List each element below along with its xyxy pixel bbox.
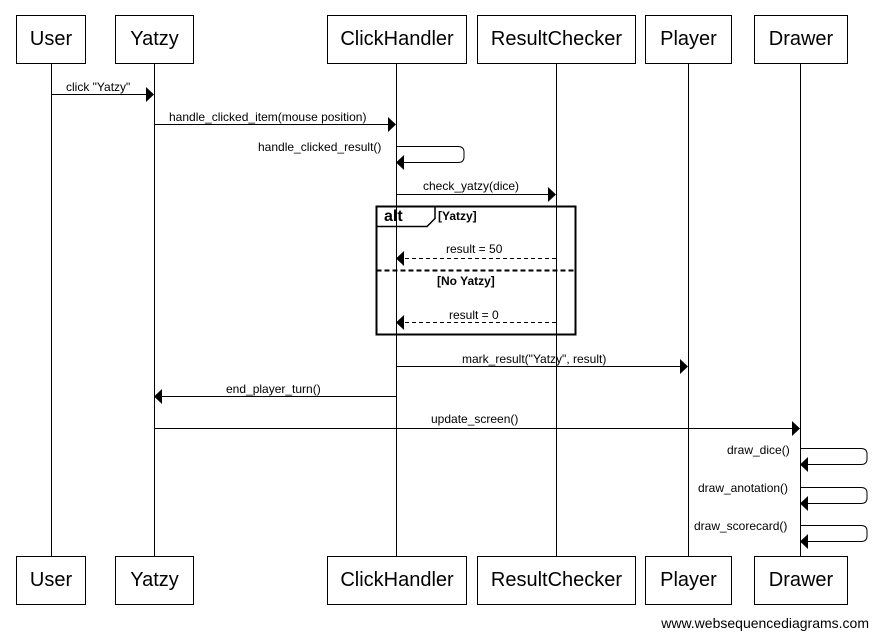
participant-clickhandler-bottom: ClickHandler — [327, 556, 467, 605]
alt-guard-no-yatzy: [No Yatzy] — [437, 274, 495, 288]
message-draw-dice: draw_dice() — [727, 443, 790, 457]
message-draw-anotation: draw_anotation() — [698, 481, 789, 495]
message-end-player-turn: end_player_turn() — [226, 382, 321, 396]
participant-drawer-bottom: Drawer — [754, 556, 848, 605]
message-result-50: result = 50 — [446, 242, 503, 256]
lifeline-yatzy — [154, 64, 155, 556]
alt-guard-yatzy: [Yatzy] — [438, 209, 477, 223]
participant-player-top: Player — [645, 15, 732, 64]
participant-drawer-top: Drawer — [754, 15, 848, 64]
message-draw-scorecard: draw_scorecard() — [694, 519, 788, 533]
participant-yatzy-bottom: Yatzy — [115, 556, 194, 605]
message-check-yatzy: check_yatzy(dice) — [423, 179, 520, 193]
alt-frame-label: alt — [384, 208, 403, 225]
message-click-yatzy: click "Yatzy" — [66, 80, 131, 94]
message-mark-result: mark_result("Yatzy", result) — [462, 352, 607, 366]
message-result-0: result = 0 — [449, 308, 499, 322]
participant-resultchecker-top: ResultChecker — [477, 15, 636, 64]
participant-yatzy-top: Yatzy — [115, 15, 194, 64]
lifeline-resultchecker — [556, 64, 557, 556]
watermark: www.websequencediagrams.com — [661, 615, 869, 631]
lifeline-drawer — [800, 64, 801, 556]
message-handle-clicked-result: handle_clicked_result() — [258, 140, 382, 154]
participant-user-top: User — [16, 15, 86, 64]
participant-resultchecker-bottom: ResultChecker — [477, 556, 636, 605]
participant-user-bottom: User — [16, 556, 86, 605]
lifeline-player — [688, 64, 689, 556]
participant-clickhandler-top: ClickHandler — [327, 15, 467, 64]
participant-player-bottom: Player — [645, 556, 732, 605]
lifeline-user — [51, 64, 52, 556]
lifeline-clickhandler — [396, 64, 397, 556]
message-handle-clicked-item: handle_clicked_item(mouse position) — [169, 110, 367, 124]
message-update-screen: update_screen() — [431, 412, 519, 426]
